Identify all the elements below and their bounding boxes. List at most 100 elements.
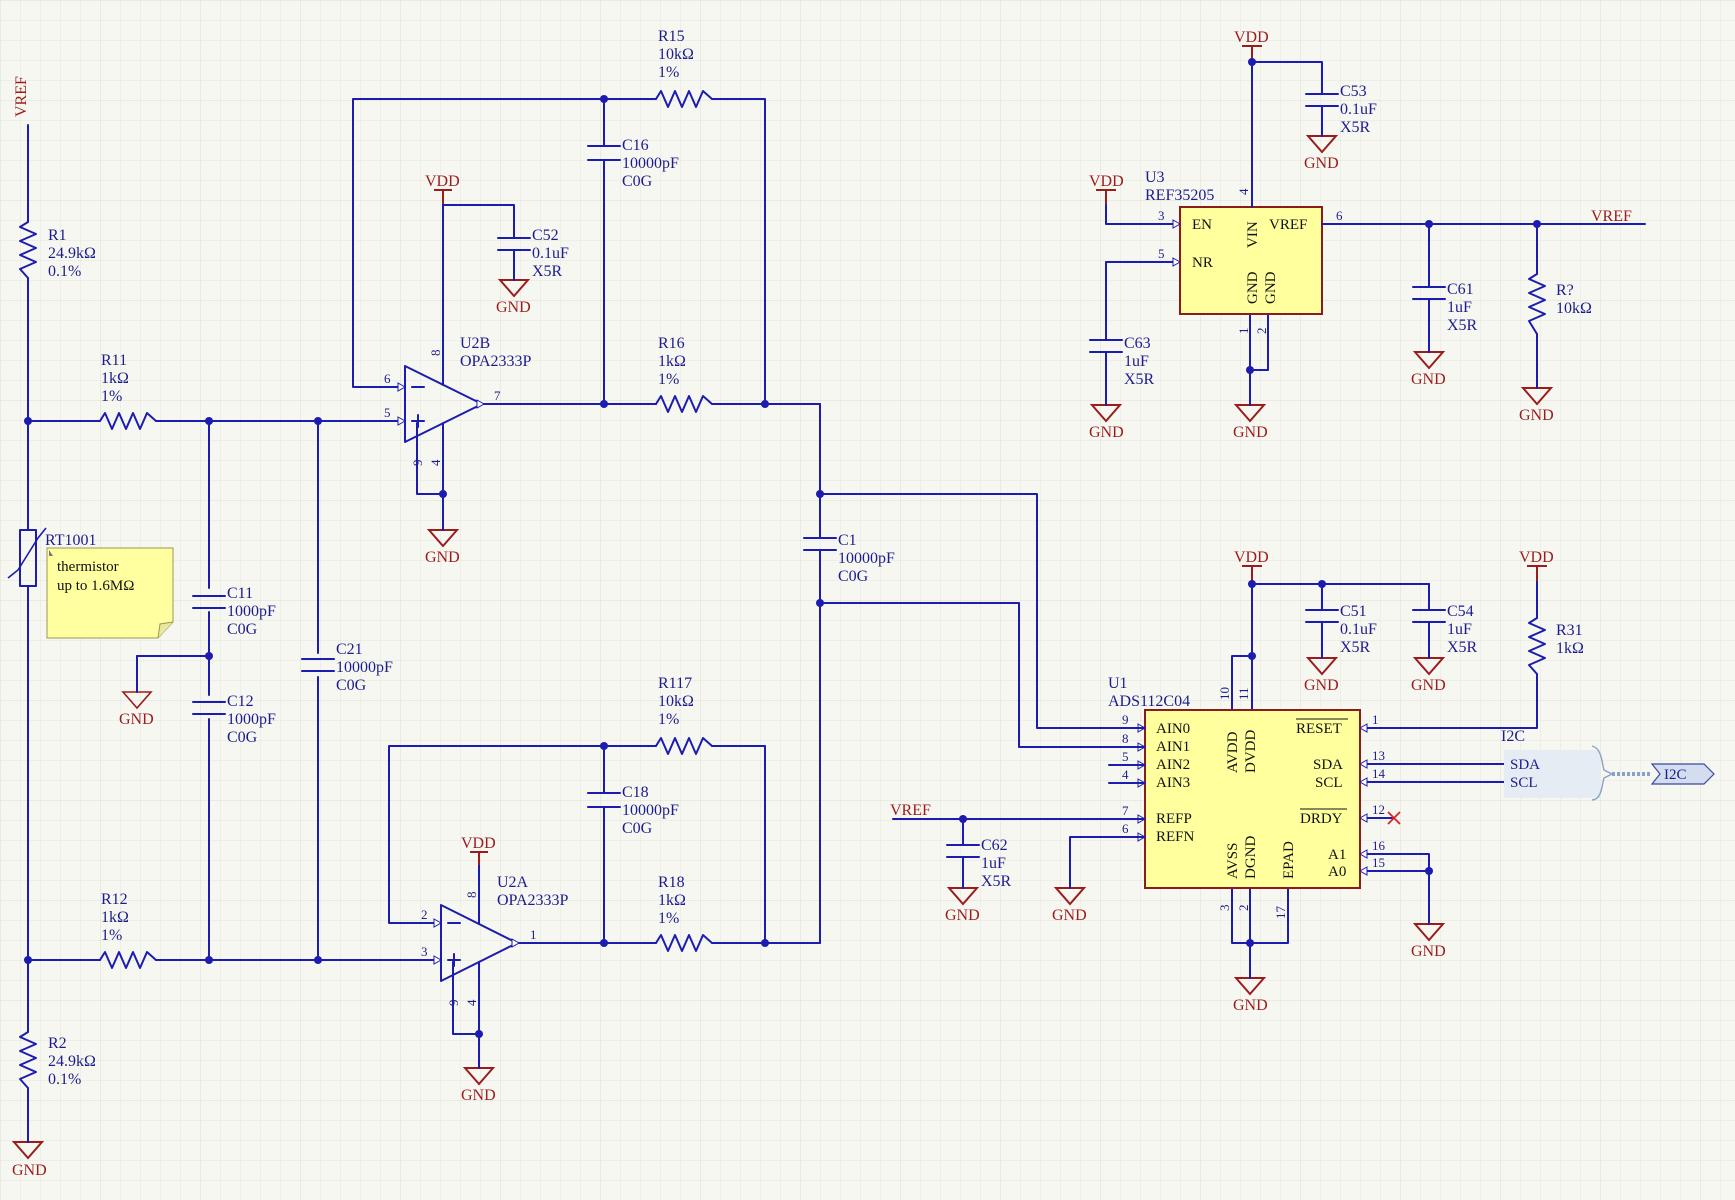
u1-ref: U1 bbox=[1108, 675, 1128, 692]
r15-value: 10kΩ bbox=[658, 46, 694, 63]
vref-top-label: VREF bbox=[13, 76, 30, 117]
capacitor-c61: C61 1uF X5R bbox=[1412, 281, 1478, 334]
u1-pin-17: 17 bbox=[1273, 906, 1288, 920]
c53-ref: C53 bbox=[1340, 83, 1367, 100]
u1-pin-scl-label: SCL bbox=[1315, 775, 1343, 791]
u1-pin-3: 3 bbox=[1217, 905, 1232, 912]
gnd-label: GND bbox=[1411, 371, 1446, 388]
vdd-label: VDD bbox=[1234, 29, 1269, 46]
u1-pin-refp-label: REFP bbox=[1156, 811, 1192, 827]
c53-type: X5R bbox=[1340, 119, 1371, 136]
capacitor-c51: C51 0.1uF X5R bbox=[1305, 603, 1377, 656]
i2c-sda-label: SDA bbox=[1510, 757, 1540, 773]
capacitor-c16: C16 10000pF C0G bbox=[587, 137, 679, 190]
vdd-r31: VDD bbox=[1519, 549, 1554, 582]
i2c-harness: SDA SCL I2C I2C bbox=[1501, 728, 1715, 801]
gnd-label: GND bbox=[1411, 677, 1446, 694]
i2c-port-label: I2C bbox=[1664, 767, 1687, 783]
c61-type: X5R bbox=[1447, 317, 1478, 334]
c18-type: C0G bbox=[622, 820, 653, 837]
u3-pin-en-label: EN bbox=[1192, 217, 1212, 233]
u1-pin-6: 6 bbox=[1122, 821, 1129, 836]
r117-ref: R117 bbox=[658, 675, 692, 692]
c62-value: 1uF bbox=[981, 855, 1006, 872]
u2b-pin-4: 4 bbox=[428, 459, 443, 466]
c16-value: 10000pF bbox=[622, 155, 679, 172]
r11-value: 1kΩ bbox=[101, 370, 129, 387]
c11-value: 1000pF bbox=[227, 603, 276, 620]
gnd-label: GND bbox=[1304, 677, 1339, 694]
c16-type: C0G bbox=[622, 173, 653, 190]
opamp-u2a: U2A OPA2333P 2 3 1 8 9 4 bbox=[421, 874, 569, 1006]
gnd-label: GND bbox=[1233, 424, 1268, 441]
c16-ref: C16 bbox=[622, 137, 649, 154]
no-connect-marker bbox=[1387, 811, 1401, 825]
r16-value: 1kΩ bbox=[658, 353, 686, 370]
c1-type: C0G bbox=[838, 568, 869, 585]
c18-value: 10000pF bbox=[622, 802, 679, 819]
gnd-label: GND bbox=[1519, 407, 1554, 424]
rq-value: 10kΩ bbox=[1556, 300, 1592, 317]
capacitor-c53: C53 0.1uF X5R bbox=[1305, 83, 1377, 136]
u1-pin-9: 9 bbox=[1122, 712, 1129, 727]
vdd-u3: VDD bbox=[1089, 173, 1124, 205]
u3-pin-gnd2-label: GND bbox=[1263, 271, 1279, 304]
u1-pin-14: 14 bbox=[1372, 766, 1386, 781]
u1-pin-ain1-label: AIN1 bbox=[1156, 739, 1190, 755]
c62-ref: C62 bbox=[981, 837, 1008, 854]
u2a-part: OPA2333P bbox=[497, 892, 569, 909]
rt1001-ref: RT1001 bbox=[45, 532, 96, 549]
vref-adc-label: VREF bbox=[890, 802, 931, 819]
c21-type: C0G bbox=[336, 677, 367, 694]
resistor-r12: R12 1kΩ 1% bbox=[99, 891, 157, 969]
u1-pin-4: 4 bbox=[1122, 767, 1129, 782]
rq-ref: R? bbox=[1556, 282, 1574, 299]
i2c-port[interactable]: I2C bbox=[1650, 763, 1715, 785]
capacitor-c21: C21 10000pF C0G bbox=[301, 641, 393, 694]
i2c-scl-label: SCL bbox=[1510, 775, 1538, 791]
u1-pin-ain2-label: AIN2 bbox=[1156, 757, 1190, 773]
c61-value: 1uF bbox=[1447, 299, 1472, 316]
c12-type: C0G bbox=[227, 729, 258, 746]
r1-ref: R1 bbox=[48, 227, 67, 244]
capacitor-c62: C62 1uF X5R bbox=[946, 837, 1012, 890]
u1-pin-dgnd-label: DGND bbox=[1243, 836, 1259, 879]
resistor-r16: R16 1kΩ 1% bbox=[655, 335, 713, 413]
u3-pin-6: 6 bbox=[1336, 208, 1343, 223]
u2b-part: OPA2333P bbox=[460, 353, 532, 370]
c63-type: X5R bbox=[1124, 371, 1155, 388]
r16-ref: R16 bbox=[658, 335, 685, 352]
gnd-label: GND bbox=[1089, 424, 1124, 441]
vdd-label: VDD bbox=[1234, 549, 1269, 566]
u2a-pin-out: 1 bbox=[530, 927, 537, 942]
gnd-label: GND bbox=[119, 711, 154, 728]
c12-ref: C12 bbox=[227, 693, 254, 710]
u2a-pin-4: 4 bbox=[464, 999, 479, 1006]
u2b-pin-9: 9 bbox=[410, 460, 425, 467]
r18-ref: R18 bbox=[658, 874, 685, 891]
u1-pin-avdd-label: AVDD bbox=[1225, 731, 1241, 773]
u1-pin-8: 8 bbox=[1122, 731, 1129, 746]
c51-value: 0.1uF bbox=[1340, 621, 1377, 638]
gnd-label: GND bbox=[1304, 155, 1339, 172]
r1-value: 24.9kΩ bbox=[48, 245, 96, 262]
c54-type: X5R bbox=[1447, 639, 1478, 656]
resistor-r117: R117 10kΩ 1% bbox=[655, 675, 713, 755]
vdd-label: VDD bbox=[461, 835, 496, 852]
u2a-ref: U2A bbox=[497, 874, 529, 891]
u1-pin-drdy-label: DRDY bbox=[1300, 811, 1343, 827]
r18-tol: 1% bbox=[658, 910, 679, 927]
u2b-pin-noninv: 5 bbox=[384, 405, 391, 420]
resistor-r31: R31 1kΩ bbox=[1528, 617, 1584, 675]
gnd-label: GND bbox=[425, 549, 460, 566]
u3-ref: U3 bbox=[1145, 169, 1165, 186]
u1-pin-reset-label: RESET bbox=[1296, 721, 1342, 737]
r1-tol: 0.1% bbox=[48, 263, 81, 280]
u1-pin-ain0-label: AIN0 bbox=[1156, 721, 1190, 737]
u2b-pin-out: 7 bbox=[494, 388, 501, 403]
u2b-pin-inv: 6 bbox=[384, 371, 391, 386]
vdd-u2a: VDD bbox=[461, 835, 496, 866]
r11-tol: 1% bbox=[101, 388, 122, 405]
